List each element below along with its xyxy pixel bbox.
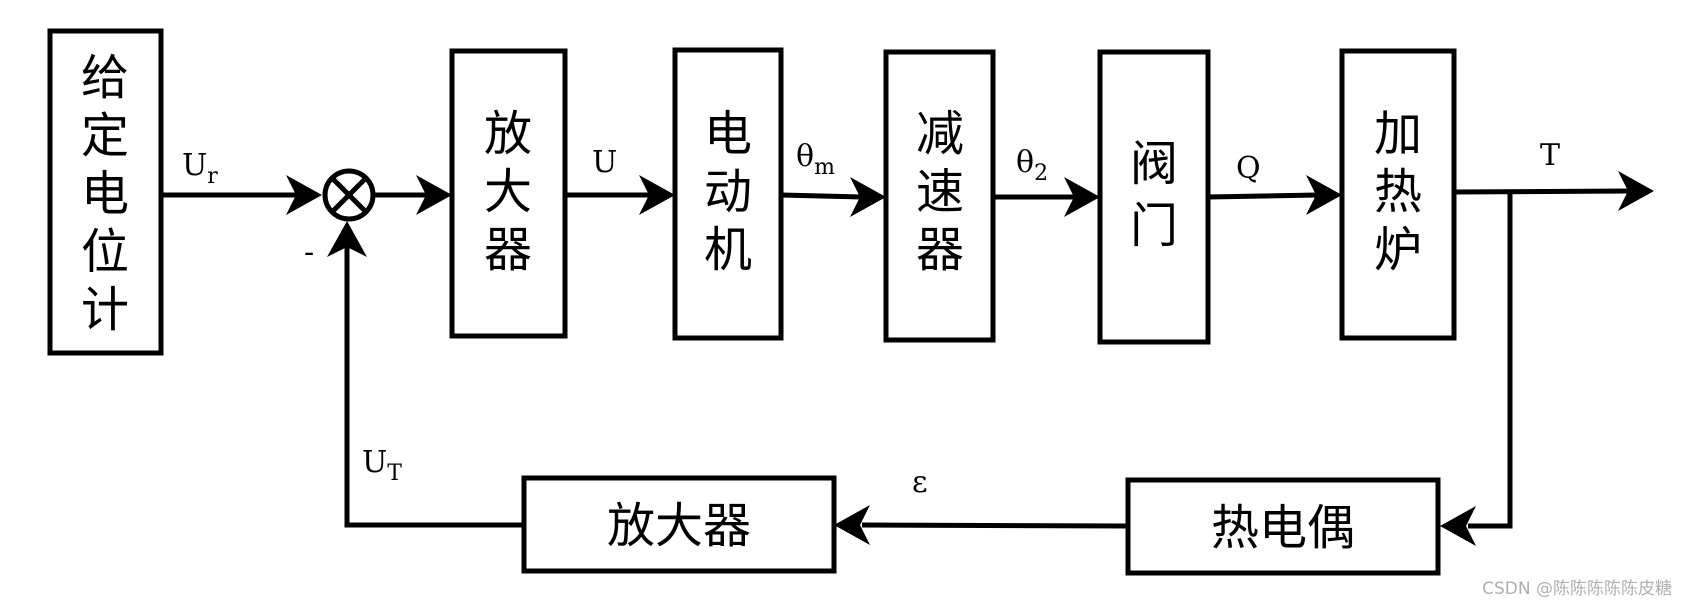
signal-theta-m-label: θm [796, 139, 835, 180]
arrow-into-summing-junction-feedback [327, 221, 367, 257]
arrow-into-furnace [1306, 175, 1342, 215]
feedback-amplifier-block: 放大器 [521, 475, 837, 574]
amplifier-label: 放大器 [484, 106, 532, 278]
setpoint-potentiometer-label: 给定电位计 [81, 50, 129, 338]
thermocouple-label: 热电偶 [1211, 500, 1355, 556]
arrow-into-valve [1064, 177, 1100, 217]
arrow-into-thermocouple [1440, 506, 1476, 546]
furnace-label: 加热炉 [1374, 106, 1422, 278]
signal-labels: Ur - U θm θ2 Q T UT ε [182, 138, 1560, 500]
arrow-into-feedback-amplifier [834, 505, 870, 545]
valve-block: 阀门 [1097, 49, 1211, 345]
signal-wires [161, 188, 1631, 529]
thermocouple-block: 热电偶 [1125, 477, 1441, 576]
motor-block: 电动机 [672, 47, 784, 341]
watermark: CSDN @陈陈陈陈陈皮糖 [1482, 579, 1672, 599]
amplifier-block: 放大器 [449, 48, 568, 339]
motor-label: 电动机 [704, 106, 752, 278]
signal-ur-label: Ur [182, 148, 218, 189]
reducer-block: 减速器 [883, 49, 996, 343]
signal-u-label: U [592, 145, 617, 180]
arrow-into-summing-junction [286, 175, 322, 215]
valve-label: 阀门 [1130, 136, 1178, 254]
signal-t-label: T [1540, 138, 1560, 173]
arrow-output-t [1618, 171, 1654, 211]
furnace-block: 加热炉 [1339, 48, 1457, 341]
reducer-label: 减速器 [916, 106, 964, 278]
arrow-into-amplifier [416, 175, 452, 215]
arrow-into-reducer [850, 177, 886, 217]
setpoint-potentiometer-block: 给定电位计 [47, 28, 164, 356]
signal-q-label: Q [1236, 151, 1261, 186]
signal-theta2-label: θ2 [1016, 145, 1048, 186]
minus-sign: - [304, 235, 314, 270]
signal-ut-label: UT [362, 445, 402, 486]
feedback-amplifier-label: 放大器 [607, 498, 751, 554]
summing-junction [322, 168, 376, 222]
arrow-into-motor [639, 175, 675, 215]
signal-epsilon-label: ε [912, 465, 928, 500]
arrowheads [286, 171, 1654, 546]
